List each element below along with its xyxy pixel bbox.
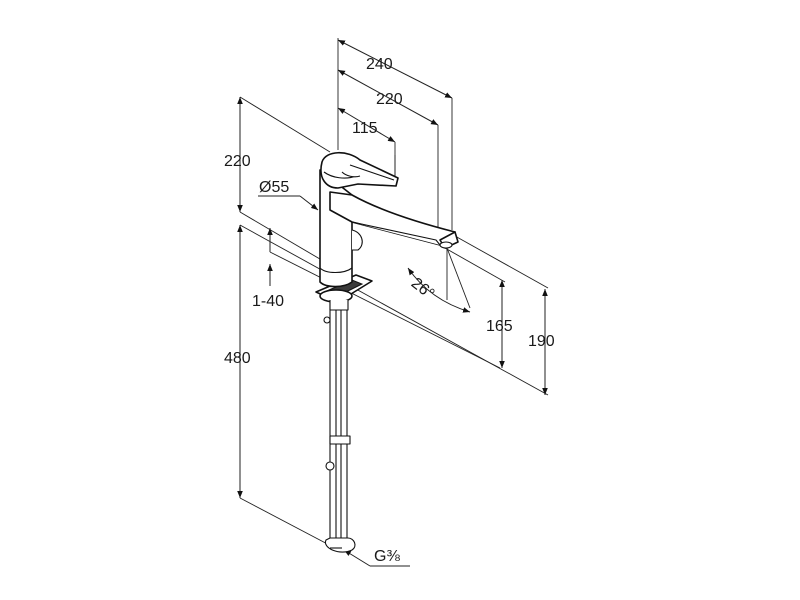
dim-line-220	[337, 69, 439, 126]
dim-label-240: 240	[366, 56, 393, 73]
angle-arc	[407, 267, 471, 313]
dim-line-115	[337, 107, 396, 143]
dim-label-deck: 1-40	[252, 293, 284, 310]
faucet	[315, 151, 459, 553]
dim-label-thread: G⅜	[374, 548, 400, 565]
lever	[320, 151, 399, 189]
left-height-dimensions: 220 480 1-40	[224, 96, 549, 549]
hoses	[323, 299, 356, 553]
dim-label-angle: 26°	[408, 275, 438, 303]
top-width-dimensions: 240 220 115	[337, 38, 453, 230]
dim-label-diameter: Ø55	[259, 179, 289, 196]
dim-label-480: 480	[224, 350, 251, 367]
diameter-callout: Ø55	[258, 179, 319, 211]
dim-line-240	[337, 39, 453, 99]
thread-callout: G⅜	[343, 548, 410, 567]
dim-label-115: 115	[352, 120, 378, 137]
right-height-dimensions: 190 165 26°	[407, 235, 555, 395]
base	[315, 274, 373, 311]
dim-label-165: 165	[486, 318, 513, 335]
spout	[329, 191, 459, 249]
dim-label-220: 220	[376, 91, 403, 108]
dim-label-190: 190	[528, 333, 555, 350]
dim-label-left-220: 220	[224, 153, 251, 170]
